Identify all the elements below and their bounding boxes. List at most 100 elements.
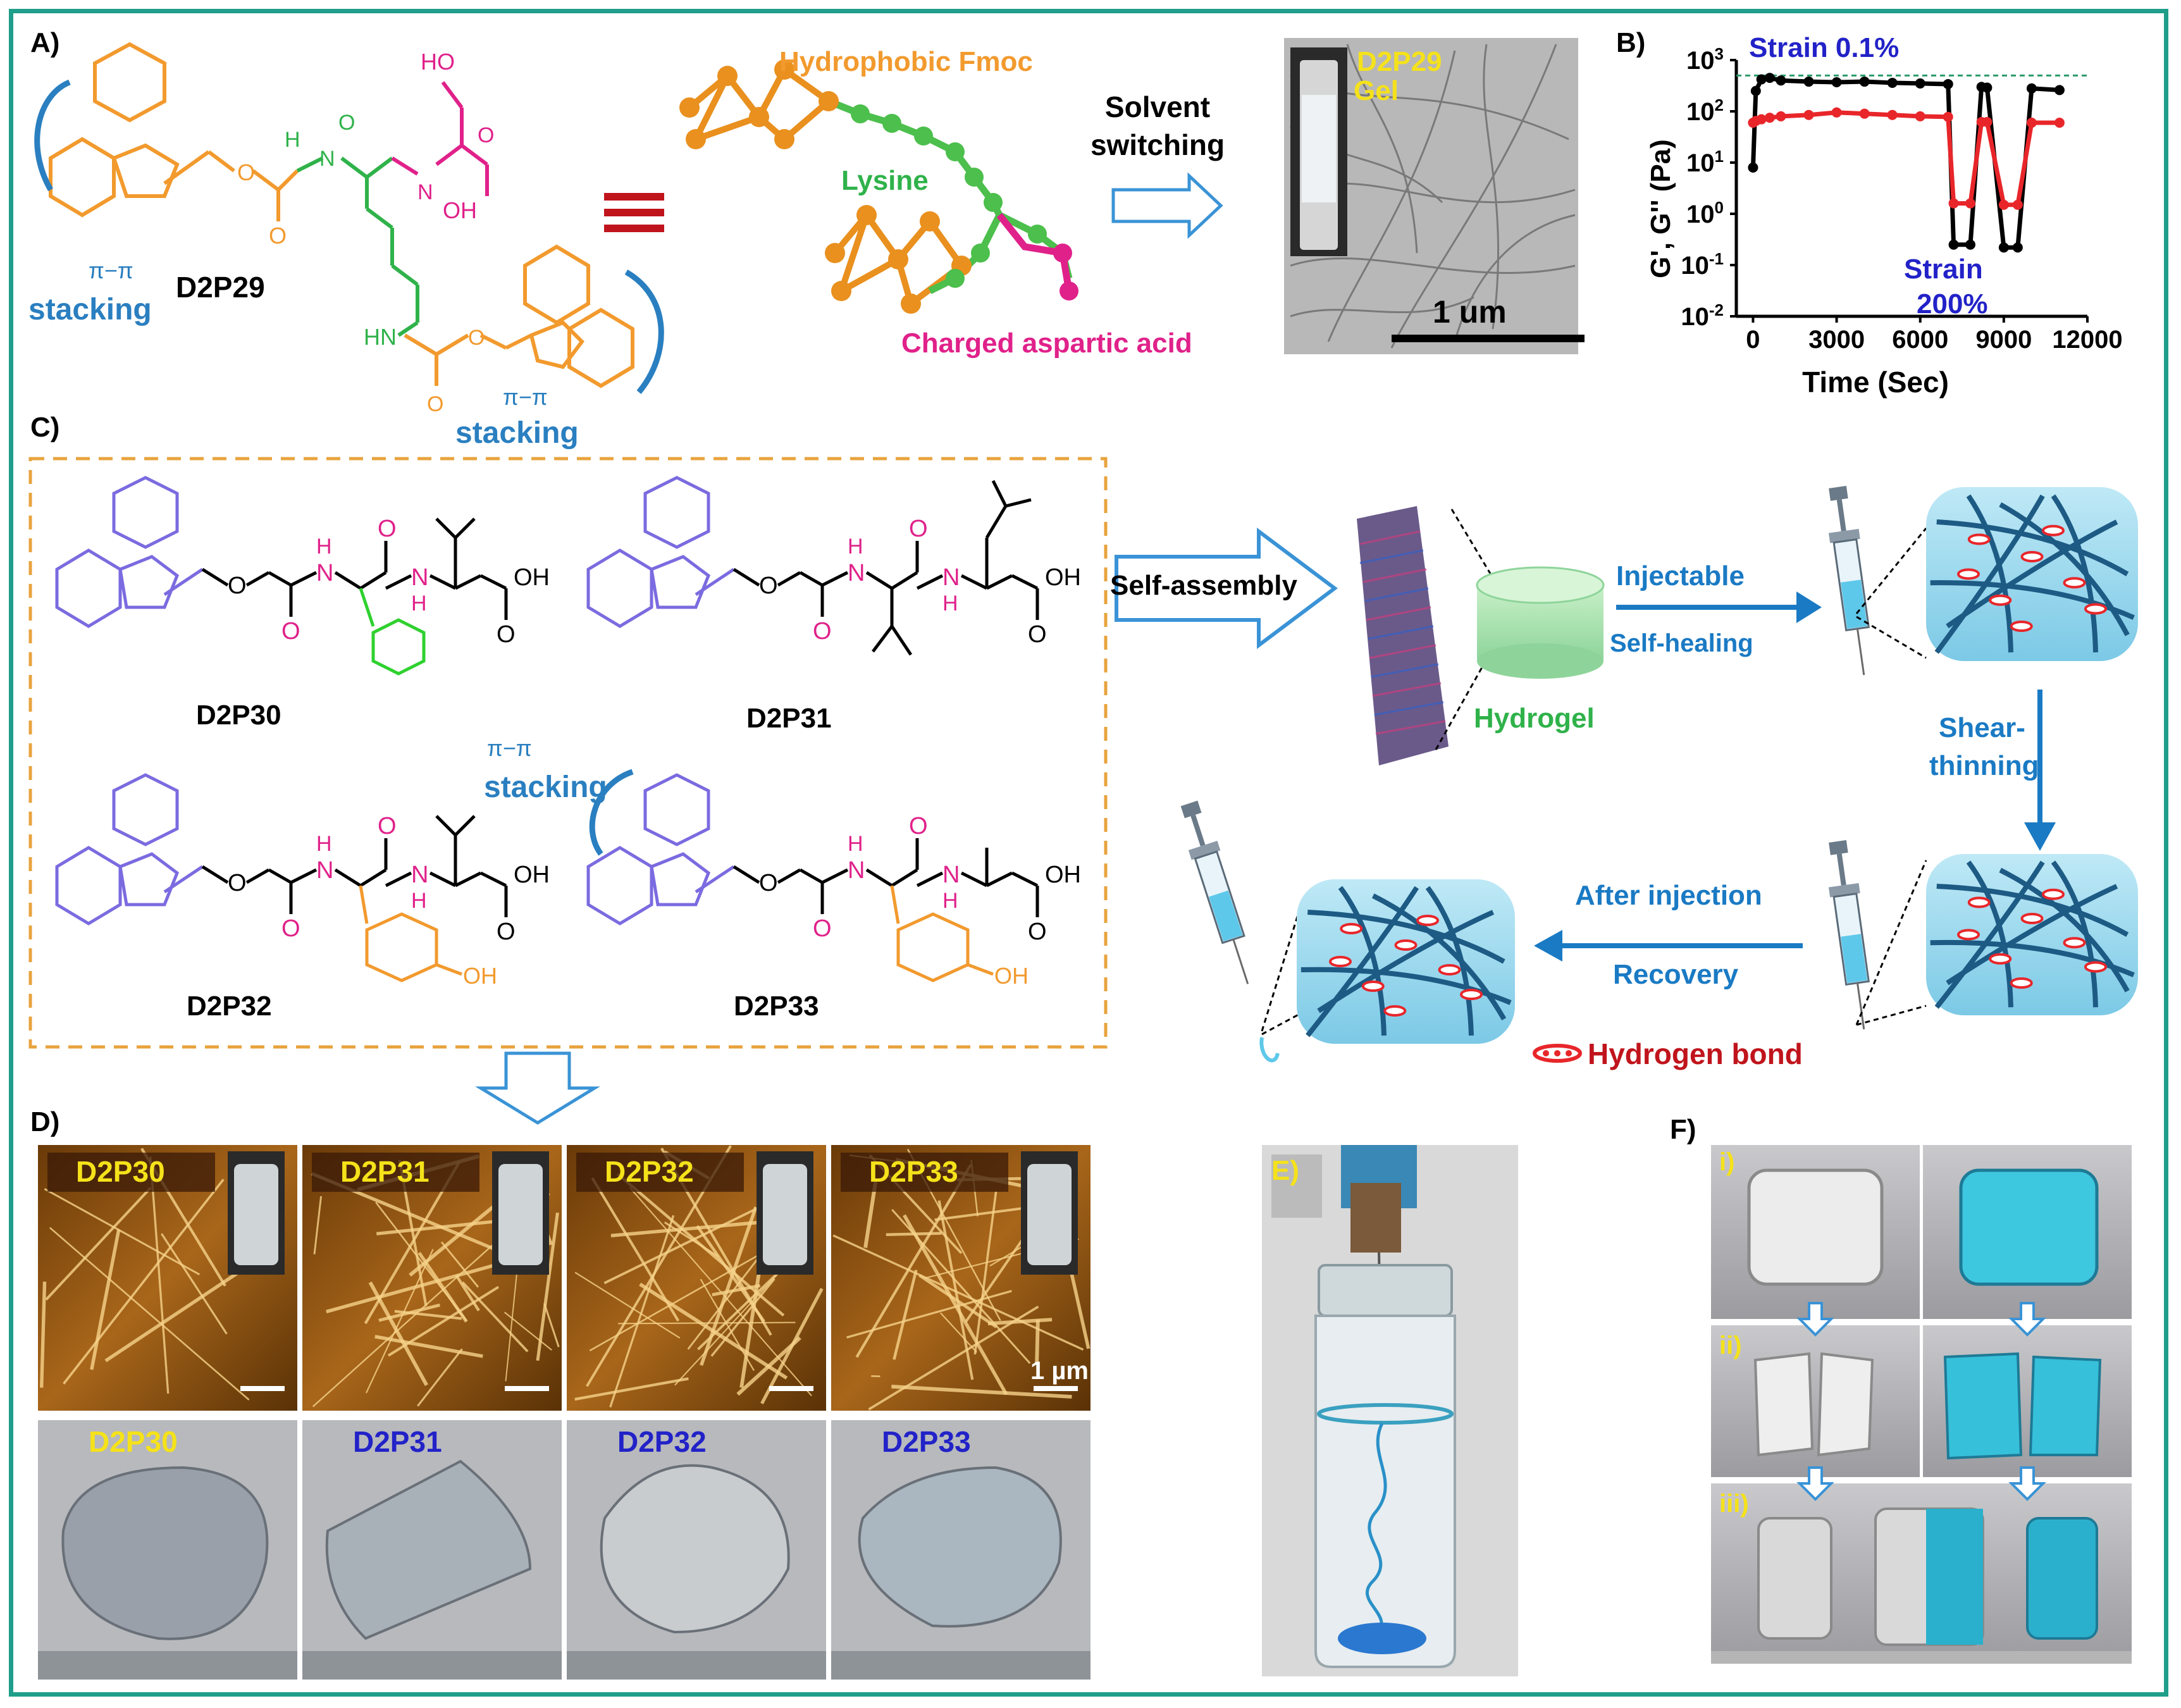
atom-n: N — [942, 862, 960, 888]
chart-xlabel: Time (Sec) — [1802, 366, 1949, 399]
atom-oh: OH — [1045, 564, 1081, 591]
network-sheared — [1926, 854, 2138, 1015]
photo-compound-label: D2P33 — [882, 1425, 971, 1458]
self-assembly-arrow — [1115, 528, 1338, 649]
injectable-arrowhead — [1796, 591, 1822, 623]
ruler — [831, 1651, 1090, 1680]
series-line-g-double-prime — [1752, 110, 2060, 207]
recovery-label: Recovery — [1613, 959, 1739, 990]
x-tick-label: 6000 — [1892, 326, 1948, 354]
fibre — [1035, 1319, 1040, 1364]
fmoc-group-2 — [404, 244, 634, 388]
network-recovered — [1297, 879, 1515, 1044]
atom-oh: OH — [443, 197, 477, 223]
label-charged-aspartic-acid: Charged aspartic acid — [901, 328, 1192, 359]
fibre — [618, 1321, 796, 1325]
atom-n: N — [942, 564, 960, 591]
atom-o: O — [813, 618, 832, 645]
gel-piece — [600, 1464, 790, 1634]
zoom-line — [1856, 616, 1927, 659]
thinning-label: thinning — [1929, 750, 2039, 781]
fibre — [710, 1278, 775, 1357]
fibre — [543, 1303, 560, 1347]
syringe-gel — [1209, 890, 1243, 941]
data-point — [1750, 85, 1761, 96]
pi-pi-label-a1: π−π — [89, 257, 133, 283]
network-strand — [1999, 867, 2130, 993]
atom-o: O — [427, 392, 443, 416]
gel-piece — [858, 1466, 1062, 1628]
network-strand — [1934, 494, 2045, 654]
ruler — [302, 1651, 562, 1680]
fibre — [868, 1305, 1039, 1411]
afm-compound-label: D2P31 — [340, 1155, 429, 1188]
atom-o: O — [338, 111, 355, 135]
atom-o: O — [909, 813, 928, 839]
network-strand — [1317, 910, 1495, 1013]
afm-compound-label: D2P32 — [605, 1155, 694, 1188]
atom-n: N — [848, 857, 865, 884]
syringe-injectable — [1828, 486, 1870, 676]
atom-oh: OH — [463, 963, 497, 989]
fibre — [378, 1303, 440, 1322]
fibre — [893, 1270, 918, 1360]
afm-image-3: D2P32 — [567, 1145, 826, 1411]
y-tick-label: 101 — [1686, 147, 1724, 177]
fibre — [832, 1234, 1084, 1351]
gel-photo-4: D2P33 — [831, 1420, 1090, 1680]
fibre — [39, 1281, 47, 1388]
shear-arrowhead — [2024, 822, 2056, 851]
atom-h: H — [411, 889, 427, 913]
ruler — [567, 1651, 826, 1680]
hydrogen-bond-mark — [1460, 989, 1483, 1000]
fibre — [574, 1272, 681, 1339]
syringe-plunger — [1836, 853, 1846, 886]
atom-o: O — [378, 516, 397, 542]
gel-piece — [325, 1459, 532, 1640]
stacking-arc-2 — [624, 269, 664, 394]
annotation-strain-low: Strain 0.1% — [1749, 32, 1899, 63]
syringe-gel — [1841, 934, 1868, 984]
panel-f-label: F) — [1670, 1114, 1696, 1145]
data-point — [2026, 117, 2037, 128]
atom-o: O — [228, 572, 247, 599]
atom-h: H — [848, 535, 863, 559]
fibre — [44, 1188, 201, 1275]
syringe-plunger-cap — [1829, 486, 1848, 501]
network-strand — [1934, 860, 2045, 1009]
hydrogen-bond-mark — [1957, 929, 1980, 941]
aspartic-acid — [391, 81, 489, 196]
fibre — [313, 1196, 323, 1254]
data-point — [2054, 117, 2065, 128]
zoom-line — [1261, 898, 1304, 1032]
fibre — [574, 1377, 689, 1401]
panel-b-label: B) — [1616, 27, 1645, 58]
vial — [498, 1164, 543, 1265]
fibre — [687, 1249, 766, 1350]
atom-o: O — [909, 516, 928, 542]
syringe-needle — [1856, 982, 1865, 1030]
gel-photo-1: D2P30 — [38, 1420, 297, 1680]
zoom-line — [1261, 1011, 1304, 1036]
network-background — [1926, 854, 2138, 1015]
data-point — [1965, 239, 1975, 250]
series-line-g-prime — [1750, 75, 2060, 250]
data-point — [1776, 75, 1786, 86]
zoom-line — [1855, 860, 1927, 1025]
hydrogen-bond-mark — [2084, 961, 2107, 973]
y-tick-exponent: 1 — [1715, 147, 1724, 166]
data-point — [1764, 113, 1775, 123]
compound-structure-d2p30: O O H N O N H OH O — [55, 476, 550, 676]
hydrogel-label: Hydrogel — [1474, 703, 1595, 734]
compounds-box — [28, 457, 1108, 1049]
data-point — [1943, 111, 1953, 122]
data-point — [1915, 78, 1925, 89]
fmoc-group-1 — [49, 42, 235, 218]
data-point — [1965, 198, 1975, 209]
x-tick-label: 12000 — [2052, 326, 2122, 354]
network-background — [1297, 879, 1515, 1044]
network-strand — [1307, 910, 1505, 964]
